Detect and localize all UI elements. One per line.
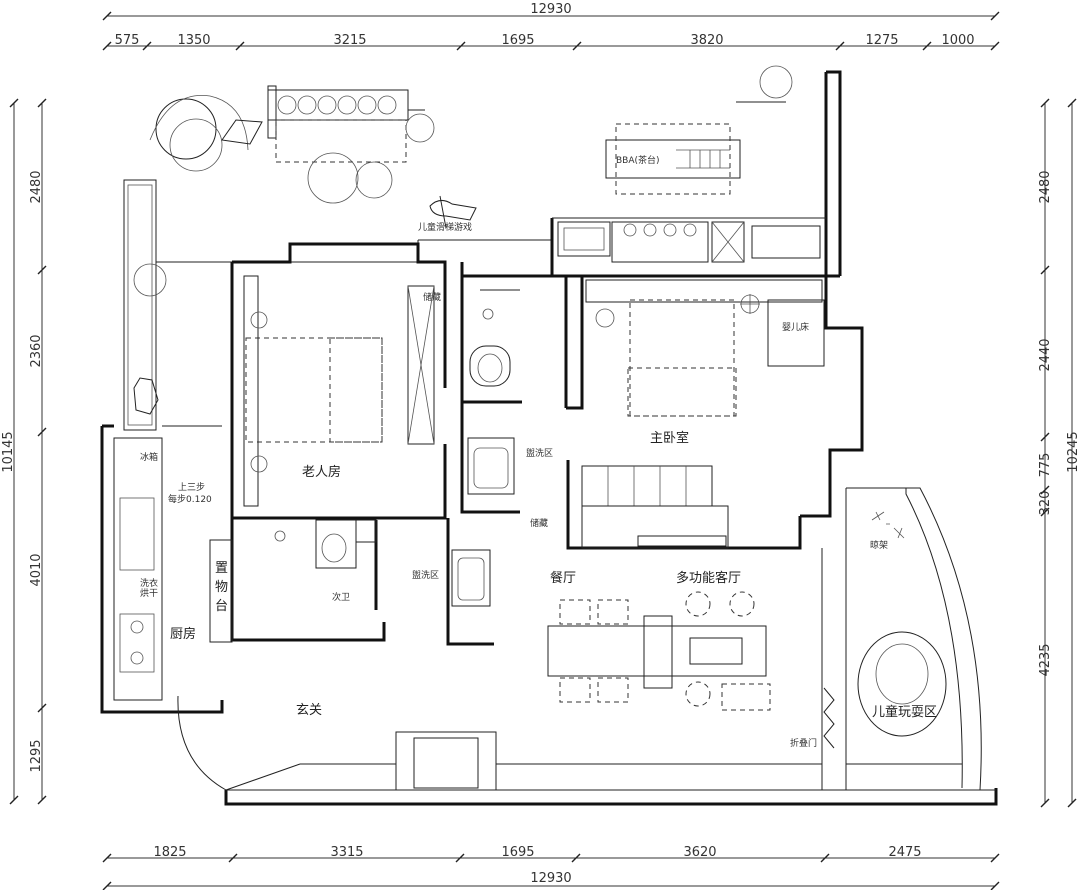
dim-top-total: 12930 <box>530 2 571 17</box>
dim-top-seg: 3820 <box>690 33 723 48</box>
dim-top-seg: 1000 <box>941 33 974 48</box>
dim-top-seg: 1275 <box>865 33 898 48</box>
label-kitchen: 厨房 <box>170 626 196 642</box>
label-crib: 婴儿床 <box>782 321 809 333</box>
dim-left-total: 10145 <box>1 431 16 472</box>
dim-right-seg: 320 <box>1038 491 1053 516</box>
dim-right-total: 10245 <box>1066 431 1080 472</box>
label-fridge: 冰箱 <box>140 451 158 463</box>
label-master-bedroom: 主卧室 <box>650 430 689 446</box>
dim-right-seg: 775 <box>1038 453 1053 478</box>
walls <box>100 70 998 806</box>
dimension-lines <box>9 11 1077 890</box>
dim-top-seg: 1695 <box>501 33 534 48</box>
dim-top-seg: 3215 <box>333 33 366 48</box>
label-step-note: 每步0.120 <box>168 493 212 505</box>
dim-left-seg: 2480 <box>29 170 44 203</box>
dim-bottom-seg: 3620 <box>683 845 716 860</box>
dim-left-seg: 1295 <box>29 739 44 772</box>
label-kids-slide: 儿童滑梯游戏 <box>418 221 472 233</box>
label-storage-top: 储藏 <box>423 291 441 303</box>
dim-left-seg: 2360 <box>29 334 44 367</box>
dim-bottom-seg: 1825 <box>153 845 186 860</box>
room-labels: 储藏 主卧室 老人房 上三步 每步0.120 冰箱 洗衣 烘干 盥洗区 储藏 盥… <box>140 291 937 749</box>
label-shelf: 物 <box>215 580 228 595</box>
label-shelf: 台 <box>215 599 228 614</box>
dim-right-seg: 4235 <box>1038 643 1053 676</box>
dim-right-seg: 2440 <box>1038 338 1053 371</box>
dim-top-seg: 1350 <box>177 33 210 48</box>
label-living: 多功能客厅 <box>676 570 741 586</box>
label-step-note: 上三步 <box>178 482 205 493</box>
dim-bottom-total: 12930 <box>530 871 571 886</box>
label-elder-room: 老人房 <box>302 464 341 480</box>
label-tea-table: BBA(茶台) <box>616 154 660 166</box>
fixtures: 婴儿床 <box>113 221 947 749</box>
label-shelf: 置 <box>215 561 228 576</box>
dim-bottom-seg: 3315 <box>330 845 363 860</box>
label-washroom: 盥洗区 <box>526 447 553 459</box>
dim-bottom-seg: 1695 <box>501 845 534 860</box>
label-washer: 洗衣 <box>140 577 158 589</box>
label-kids-play: 儿童玩耍区 <box>872 704 937 720</box>
label-dryer: 烘干 <box>140 587 158 599</box>
label-second-bath: 次卫 <box>332 591 350 603</box>
dim-top-seg: 575 <box>115 33 140 48</box>
dim-left-seg: 4010 <box>29 553 44 586</box>
dim-bottom-seg: 2475 <box>888 845 921 860</box>
label-entrance: 玄关 <box>296 703 322 718</box>
dim-right-seg: 2480 <box>1038 170 1053 203</box>
label-drying-rack: 晾架 <box>870 539 888 551</box>
label-folding-door: 折叠门 <box>790 737 817 749</box>
label-washroom-2: 盥洗区 <box>412 569 439 581</box>
terrace-area: 儿童滑梯游戏 BBA(茶台) <box>123 65 793 431</box>
label-cabinet: 储藏 <box>530 517 548 529</box>
label-dining: 餐厅 <box>550 570 576 586</box>
